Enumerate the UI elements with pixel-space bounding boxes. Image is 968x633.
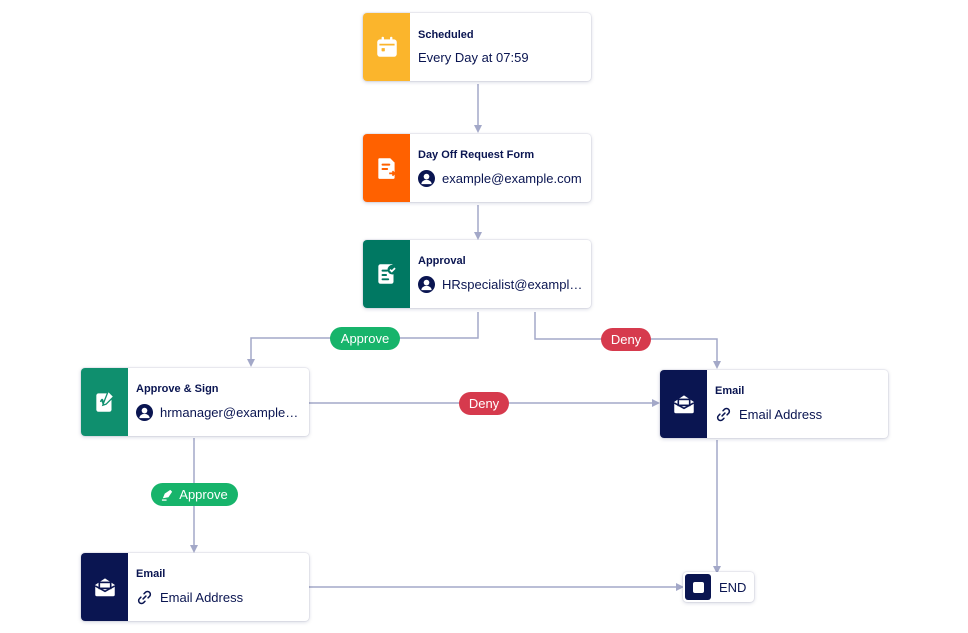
- deny-pill[interactable]: Deny: [459, 392, 509, 415]
- approve-pill[interactable]: Approve: [330, 327, 400, 350]
- end-label: END: [719, 579, 747, 595]
- node-form-tile: [363, 134, 410, 202]
- avatar-icon: [136, 404, 153, 421]
- link-icon: [137, 590, 152, 605]
- node-subtitle: HRspecialist@example.com: [442, 277, 583, 292]
- node-subtitle: Every Day at 07:59: [418, 50, 529, 65]
- approve-pill[interactable]: Approve: [151, 483, 238, 506]
- approve-pill-label: Approve: [179, 487, 228, 502]
- node-approval-tile: [363, 240, 410, 308]
- node-subtitle: Email Address: [739, 407, 823, 422]
- sign-icon: [162, 489, 173, 501]
- end-node[interactable]: END: [683, 572, 755, 602]
- node-scheduled-tile: [363, 13, 410, 81]
- node-title: Scheduled: [418, 29, 474, 41]
- node-scheduled[interactable]: Scheduled Every Day at 07:59: [363, 13, 591, 81]
- node-subtitle: hrmanager@example.com: [160, 405, 301, 420]
- node-title: Approve & Sign: [136, 383, 219, 395]
- email-icon: [94, 578, 115, 597]
- node-email-bottom-tile: [81, 553, 128, 621]
- stop-icon: [685, 574, 711, 600]
- node-approve-sign-tile: [81, 368, 128, 436]
- node-approve-sign[interactable]: Approve & Sign hrmanager@example.com: [81, 368, 309, 436]
- email-icon: [673, 395, 694, 414]
- form-icon: [377, 158, 396, 179]
- node-email-right[interactable]: Email Email Address: [660, 370, 888, 438]
- node-title: Day Off Request Form: [418, 149, 535, 161]
- node-title: Approval: [418, 255, 466, 267]
- avatar-icon: [418, 170, 435, 187]
- link-icon: [716, 407, 731, 422]
- node-title: Email: [136, 568, 166, 580]
- approval-icon: [377, 264, 397, 284]
- node-subtitle: example@example.com: [442, 171, 582, 186]
- node-email-bottom[interactable]: Email Email Address: [81, 553, 309, 621]
- node-approval[interactable]: Approval HRspecialist@example.com: [363, 240, 591, 308]
- node-email-right-tile: [660, 370, 707, 438]
- node-title: Email: [715, 385, 745, 397]
- node-subtitle: Email Address: [160, 590, 244, 605]
- node-form[interactable]: Day Off Request Form example@example.com: [363, 134, 591, 202]
- avatar-icon: [418, 276, 435, 293]
- deny-pill[interactable]: Deny: [601, 328, 651, 351]
- sign-icon: [95, 390, 115, 412]
- calendar-icon: [376, 36, 397, 57]
